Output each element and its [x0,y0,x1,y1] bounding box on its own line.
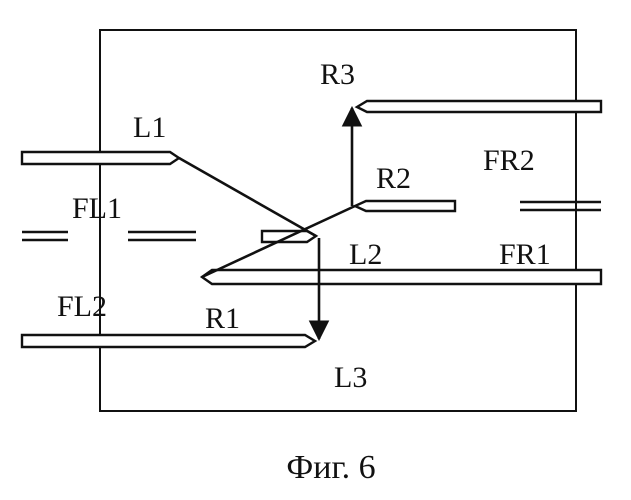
strip-R2 [355,201,455,211]
strip-L1 [22,152,179,164]
label-R3: R3 [320,58,355,91]
stub-FL1-mid [128,232,196,240]
label-FL1: FL1 [72,192,122,225]
label-L2: L2 [349,238,382,271]
stub-FL1-left [22,232,68,240]
link-L1-L2 [179,158,316,236]
figure-caption: Фиг. 6 [286,449,375,486]
label-R1: R1 [205,302,240,335]
label-FR2: FR2 [483,144,535,177]
label-L1: L1 [133,111,166,144]
label-FR1: FR1 [499,238,551,271]
label-FL2: FL2 [57,290,107,323]
strip-R3 [357,101,601,112]
strip-R1 [202,270,601,284]
label-R2: R2 [376,162,411,195]
link-R1-R2 [202,206,355,277]
strip-FL2 [22,335,315,347]
stub-FR2 [520,202,601,210]
label-L3: L3 [334,361,367,394]
